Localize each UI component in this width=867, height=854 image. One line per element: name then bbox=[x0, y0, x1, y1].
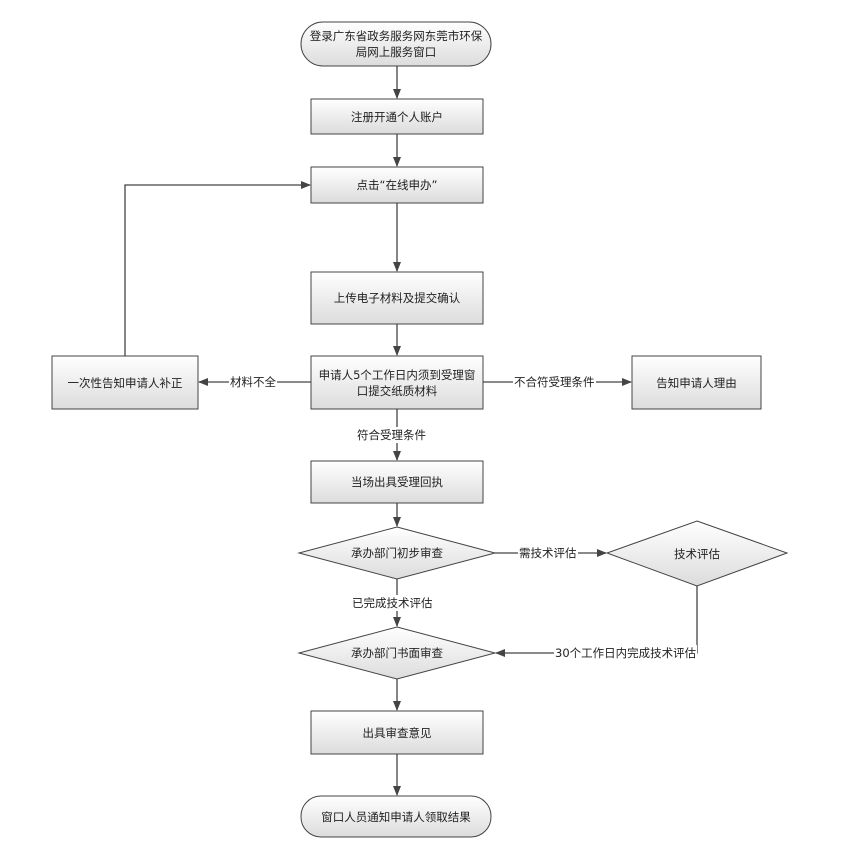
arrow-tech-to-written bbox=[495, 586, 698, 657]
node-notify-collect-shape bbox=[300, 795, 492, 838]
node-supplement-shape bbox=[51, 355, 199, 410]
edge-label-not-meet: 不合符受理条件 bbox=[513, 374, 596, 390]
node-notify-reason-shape bbox=[631, 355, 762, 410]
node-prelim-review: 承办部门初步审查 bbox=[351, 546, 443, 560]
edge-label-tech-30days: 30个工作日内完成技术评估 bbox=[554, 645, 698, 661]
node-receipt: 当场出具受理回执 bbox=[351, 475, 443, 489]
node-receipt-shape bbox=[310, 460, 484, 504]
node-register-shape bbox=[310, 98, 484, 135]
node-submit-paper: 申请人5个工作日内须到受理窗口提交纸质材料 bbox=[318, 367, 476, 398]
node-tech-eval: 技术评估 bbox=[674, 546, 720, 561]
node-written-review: 承办部门书面审查 bbox=[351, 646, 443, 660]
edge-label-need-tech: 需技术评估 bbox=[518, 545, 578, 561]
edge-label-meet: 符合受理条件 bbox=[356, 427, 427, 443]
node-upload: 上传电子材料及提交确认 bbox=[333, 291, 461, 305]
arrow-supplement-to-click bbox=[124, 181, 311, 356]
node-opinion: 出具审查意见 bbox=[362, 725, 432, 740]
node-login: 登录广东省政务服务网东莞市环保局网上服务窗口 bbox=[309, 29, 483, 59]
edge-label-incomplete: 材料不全 bbox=[229, 374, 277, 390]
node-notify-collect: 窗口人员通知申请人领取结果 bbox=[321, 809, 471, 824]
node-notify-reason: 告知申请人理由 bbox=[656, 375, 737, 390]
node-click-online: 点击“在线申办” bbox=[356, 178, 438, 192]
node-login-shape bbox=[300, 21, 492, 67]
node-register: 注册开通个人账户 bbox=[351, 109, 443, 124]
node-click-online-shape bbox=[310, 166, 484, 204]
edge-label-tech-done: 已完成技术评估 bbox=[351, 595, 434, 611]
node-supplement: 一次性告知申请人补正 bbox=[67, 375, 183, 390]
node-upload-shape bbox=[310, 271, 484, 325]
